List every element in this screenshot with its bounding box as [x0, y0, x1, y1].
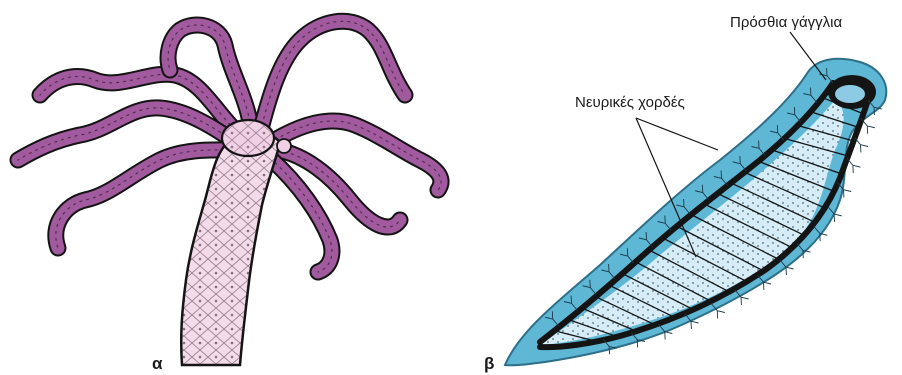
hydra-illustration — [18, 21, 441, 365]
planaria-illustration — [505, 32, 886, 365]
peripheral-nerve — [861, 119, 875, 134]
panel-b-letter: β — [484, 354, 494, 374]
panel-a-letter: α — [152, 354, 162, 374]
peripheral-nerve — [847, 158, 861, 173]
nerve-cords-label: Νευρικές χορδές — [575, 94, 685, 111]
anterior-ganglia-label: Πρόσθια γάγγλια — [730, 14, 842, 31]
peripheral-nerve — [855, 138, 869, 153]
